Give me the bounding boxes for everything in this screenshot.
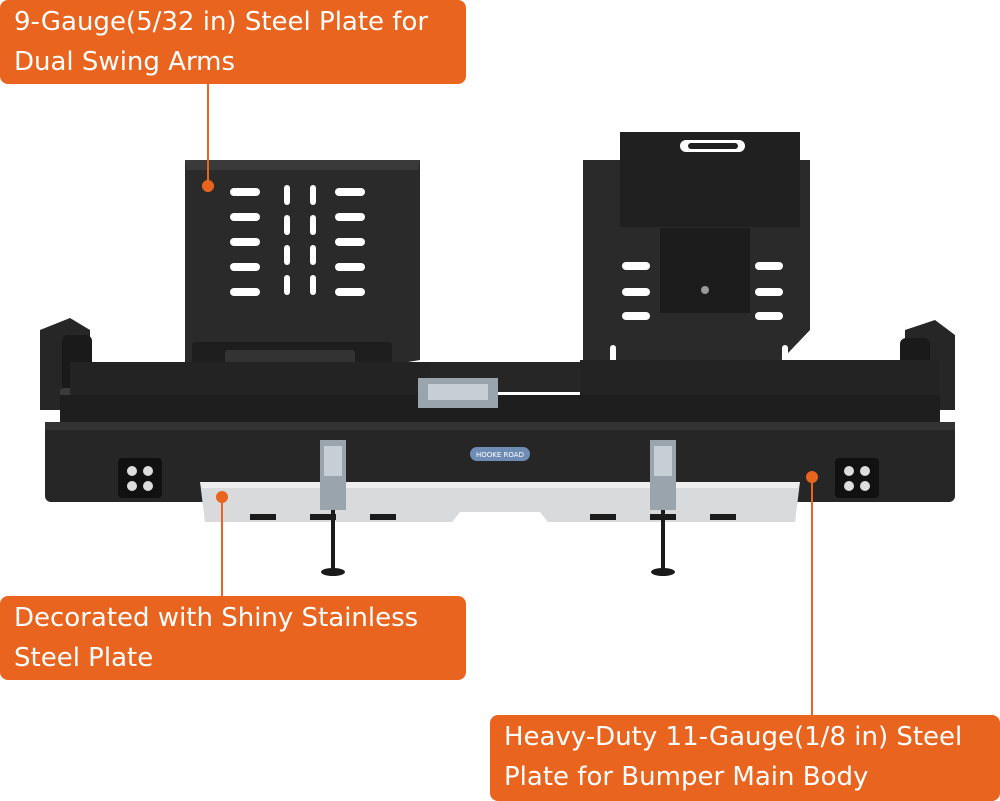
callout-line: Heavy-Duty 11-Gauge(1/8 in) Steel bbox=[504, 722, 963, 752]
callout-line: Dual Swing Arms bbox=[14, 47, 236, 77]
bumper-main-body: HOOKE ROAD bbox=[45, 422, 955, 522]
callout-line: 9-Gauge(5/32 in) Steel Plate for bbox=[14, 7, 429, 37]
center-latch bbox=[418, 378, 498, 408]
callout-steel-plate-swing-arms: 9-Gauge(5/32 in) Steel Plate for Dual Sw… bbox=[0, 0, 466, 84]
callout-line: Plate for Bumper Main Body bbox=[504, 762, 869, 792]
callout-line: Steel Plate bbox=[14, 643, 154, 673]
left-swing-plate bbox=[185, 160, 420, 382]
brand-badge: HOOKE ROAD bbox=[476, 451, 524, 459]
callout-leaders bbox=[202, 84, 818, 715]
callout-bumper-main-body: Heavy-Duty 11-Gauge(1/8 in) Steel Plate … bbox=[490, 715, 1000, 801]
right-latch bbox=[650, 440, 676, 576]
callout-stainless-plate: Decorated with Shiny Stainless Steel Pla… bbox=[0, 596, 466, 680]
left-latch bbox=[320, 440, 346, 576]
right-led-light bbox=[835, 458, 879, 498]
right-swing-plate bbox=[583, 132, 810, 372]
left-led-light bbox=[118, 458, 162, 498]
callout-line: Decorated with Shiny Stainless bbox=[14, 603, 419, 633]
